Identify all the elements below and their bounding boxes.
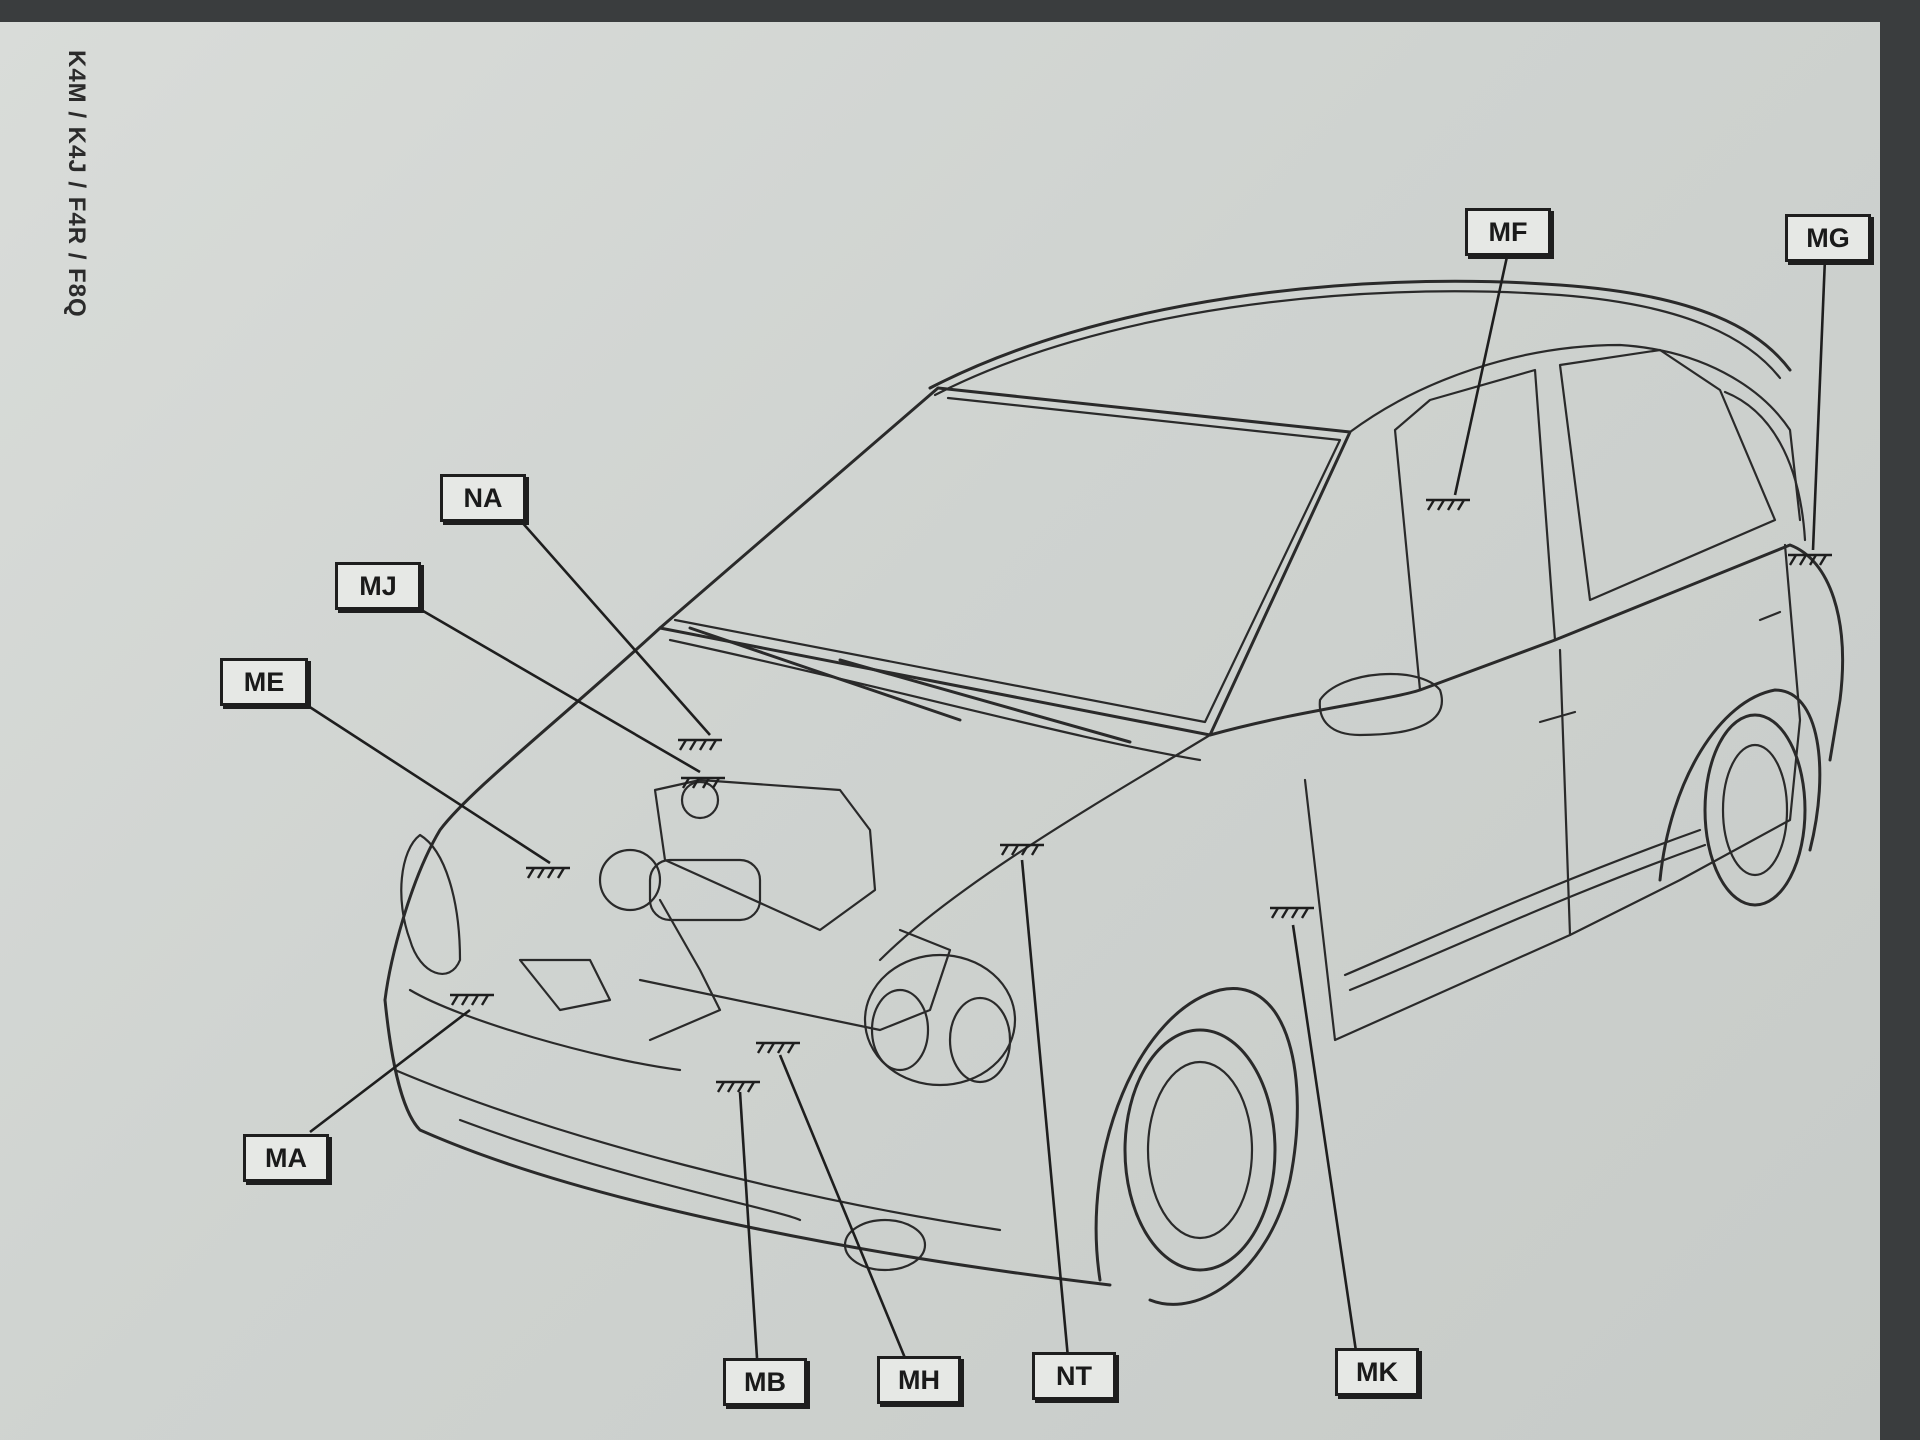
label-mk: MK xyxy=(1335,1348,1419,1396)
ground-na xyxy=(678,738,722,751)
page-edge-shadow xyxy=(1880,0,1920,1440)
label-mj: MJ xyxy=(335,562,421,610)
ground-mb xyxy=(716,1080,760,1093)
front-wheel-rim xyxy=(1146,1060,1254,1240)
ground-mj xyxy=(681,776,725,789)
label-mb: MB xyxy=(723,1358,807,1406)
label-mg: MG xyxy=(1785,214,1871,262)
leader-mh xyxy=(778,1054,907,1359)
leader-me xyxy=(301,700,551,865)
ground-mh xyxy=(756,1041,800,1054)
radiator-top xyxy=(638,928,952,1032)
windshield-inner xyxy=(673,396,1342,724)
rear-wheel-rim xyxy=(1721,743,1789,877)
ground-me xyxy=(526,866,570,879)
leader-mb xyxy=(738,1091,759,1359)
belt-line xyxy=(1208,543,1844,762)
roof-line xyxy=(928,279,1792,390)
roof-line-inner xyxy=(933,290,1782,397)
headlight-right-lens xyxy=(870,988,930,1072)
front-bumper-lower xyxy=(383,998,1112,1287)
bumper-grille xyxy=(458,1118,802,1222)
rear-quarter-window xyxy=(1723,390,1807,542)
label-ma: MA xyxy=(243,1134,329,1182)
bumper-top xyxy=(408,988,682,1072)
front-door-handle xyxy=(1538,710,1577,724)
ground-nt xyxy=(1000,843,1044,856)
hood-left-edge xyxy=(383,626,662,1002)
label-nt: NT xyxy=(1032,1352,1116,1400)
front-door-window xyxy=(1393,368,1557,692)
engine-block xyxy=(653,778,877,932)
ground-mk xyxy=(1270,906,1314,919)
body-side-moulding xyxy=(1343,828,1702,977)
label-mf: MF xyxy=(1465,208,1551,256)
front-wheel xyxy=(1123,1028,1277,1272)
leader-lines xyxy=(301,251,1827,1359)
bumper-line-1 xyxy=(393,1068,1002,1232)
wiper-right xyxy=(838,658,1132,744)
leader-mk xyxy=(1291,924,1359,1359)
oil-cap xyxy=(680,780,720,820)
ground-ma xyxy=(450,993,494,1006)
label-na: NA xyxy=(440,474,526,522)
throttle-body xyxy=(598,848,662,912)
ground-mg xyxy=(1788,553,1832,566)
front-wheel-arch xyxy=(1094,987,1299,1306)
ground-mf xyxy=(1426,498,1470,511)
front-logo xyxy=(518,958,612,1012)
leader-ma xyxy=(309,1008,471,1134)
rear-door-window xyxy=(1558,348,1777,602)
wiper-left xyxy=(688,626,962,722)
label-mh: MH xyxy=(877,1356,961,1404)
rear-wheel-arch xyxy=(1658,688,1822,882)
front-door xyxy=(1303,648,1572,1042)
side-window-top xyxy=(1348,343,1802,522)
hood-rear-edge xyxy=(668,638,1202,762)
hood-right-edge xyxy=(878,733,1212,962)
leader-mf xyxy=(1453,251,1510,496)
fog-light xyxy=(843,1218,927,1272)
engine-lower xyxy=(648,898,722,1042)
air-intake xyxy=(648,858,762,922)
headlight-right xyxy=(863,953,1017,1087)
engine-codes-title: K4M / K4J / F4R / F8Q xyxy=(63,50,90,318)
leader-mg xyxy=(1811,257,1827,551)
label-me: ME xyxy=(220,658,308,706)
leader-mj xyxy=(417,606,701,774)
diagram-page xyxy=(0,22,1880,1440)
headlight-left xyxy=(400,833,462,975)
car-outline-drawing xyxy=(383,279,1844,1306)
body-side-moulding-lower xyxy=(1348,843,1707,992)
headlight-right-lens-2 xyxy=(948,996,1012,1084)
rear-door-handle xyxy=(1758,610,1782,622)
rear-wheel xyxy=(1703,713,1807,907)
rear-door xyxy=(1568,543,1802,937)
side-mirror xyxy=(1318,672,1443,737)
leader-na xyxy=(519,519,711,736)
leader-nt xyxy=(1020,859,1070,1359)
